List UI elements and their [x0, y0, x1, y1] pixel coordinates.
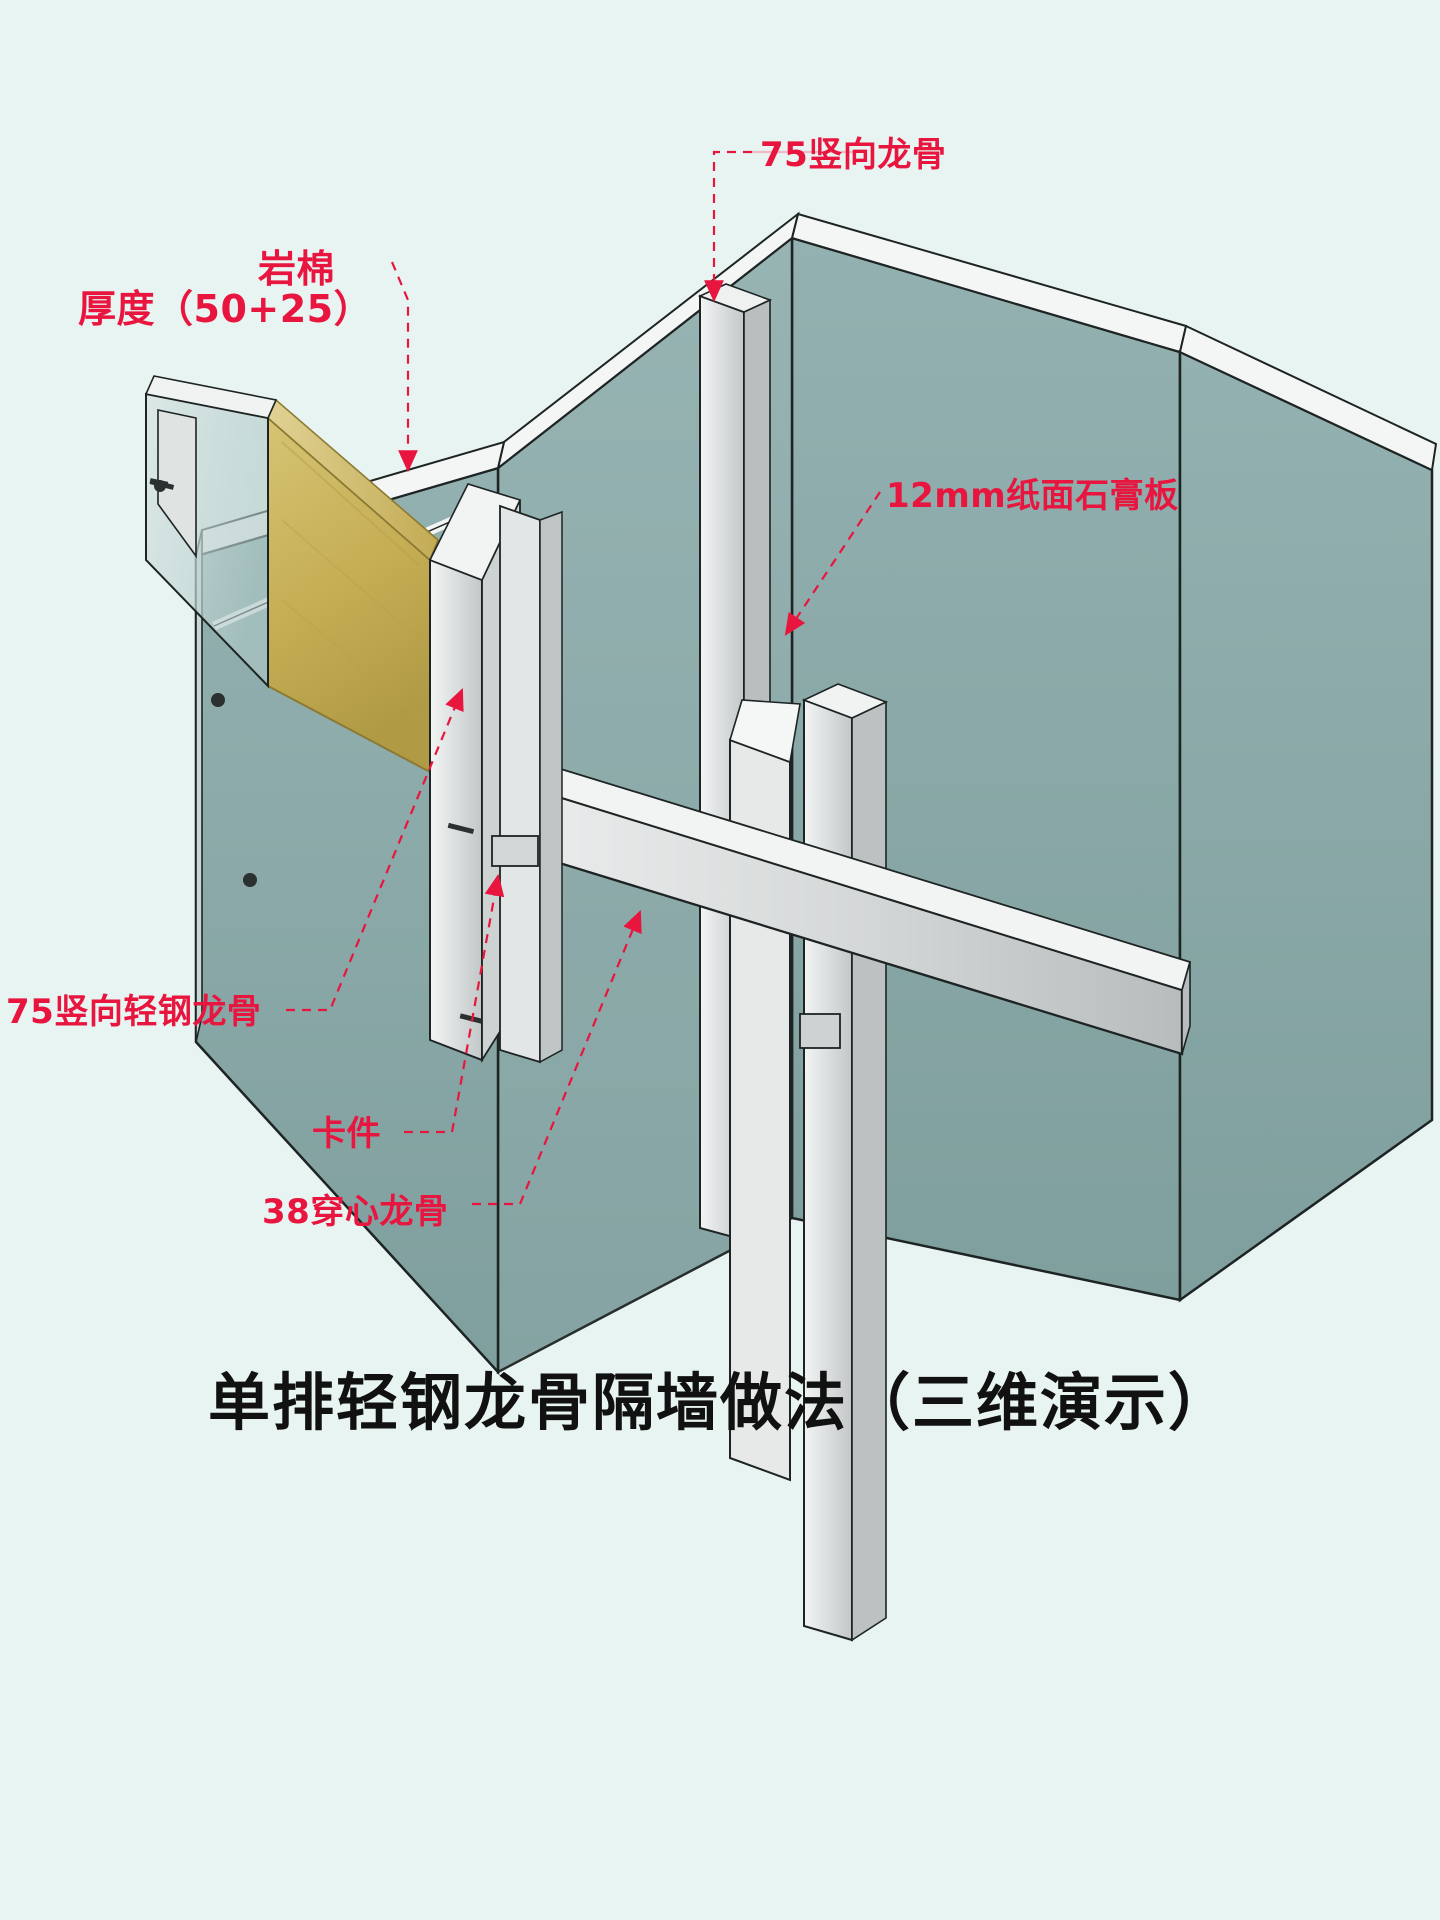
screws — [211, 693, 225, 707]
label-clip: 卡件 — [312, 1114, 381, 1154]
leader-furring-38 — [472, 909, 642, 1206]
vertical-stud-left-inner2 — [499, 504, 563, 1064]
vertical-stud-left — [144, 375, 278, 689]
label-rock-wool-thickness: 厚度（50+25） — [78, 287, 373, 331]
leader-clip — [404, 873, 505, 1134]
leader-vertical-stud-75-top — [704, 150, 752, 303]
horizontal-furring-channel — [502, 752, 1192, 1056]
label-furring-channel-38: 38穿心龙骨 — [262, 1192, 449, 1232]
leader-rock-wool — [390, 261, 418, 473]
leader-vertical-stud-75 — [286, 687, 464, 1012]
leader-lines — [286, 150, 881, 1206]
label-gypsum-board-12mm: 12mm纸面石膏板 — [886, 476, 1179, 516]
leader-gypsum-12mm — [784, 491, 881, 636]
label-rock-wool: 岩棉 — [258, 247, 336, 291]
label-vertical-light-steel-stud-75: 75竖向轻钢龙骨 — [6, 992, 262, 1032]
clip-detail — [491, 835, 841, 1049]
label-vertical-stud-75-top: 75竖向龙骨 — [760, 135, 947, 175]
screws-mid — [149, 479, 483, 1024]
page-title: 单排轻钢龙骨隔墙做法（三维演示） — [207, 1366, 1232, 1439]
side-gypsum-panel — [1178, 324, 1438, 1303]
vertical-stud-right — [801, 683, 889, 1642]
